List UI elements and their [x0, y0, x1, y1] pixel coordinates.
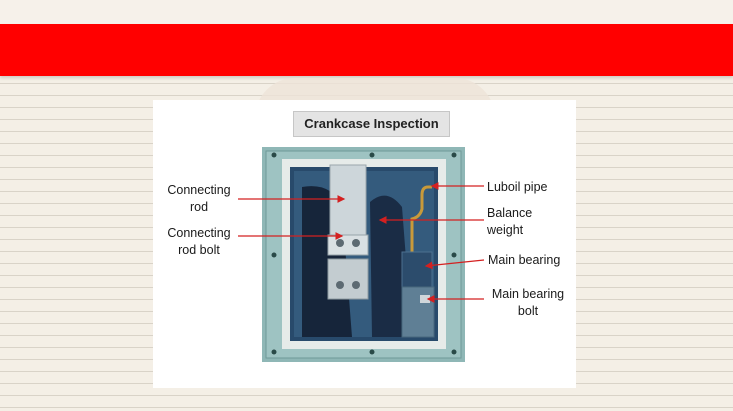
label-line: Connecting: [167, 183, 231, 197]
label-line: Main bearing: [491, 287, 565, 301]
label-line: rod: [189, 200, 209, 214]
main-bearing-housing: [401, 286, 435, 338]
label-main-bearing: Main bearing: [488, 252, 560, 269]
rod-bolt-4: [352, 281, 360, 289]
rod-cap-lower: [327, 258, 369, 300]
frame-bolt: [271, 252, 277, 258]
label-main-bearing-bolt: Main bearing bolt: [486, 286, 570, 320]
label-line: Luboil pipe: [487, 180, 548, 194]
label-line: bolt: [517, 304, 539, 318]
frame-bolt: [451, 252, 457, 258]
rod-cap-upper: [327, 234, 369, 256]
red-banner: [0, 24, 733, 76]
frame-bolt: [271, 152, 277, 158]
connecting-rod-shape: [329, 164, 367, 241]
rod-bolt-2: [352, 239, 360, 247]
label-balance-weight: Balance weight: [487, 205, 532, 239]
label-connecting-rod-bolt: Connecting rod bolt: [160, 225, 238, 259]
frame-bolt: [369, 349, 375, 355]
label-connecting-rod: Connecting rod: [160, 182, 238, 216]
label-luboil-pipe: Luboil pipe: [487, 179, 547, 196]
label-line: rod bolt: [178, 243, 220, 257]
rod-bolt-3: [336, 281, 344, 289]
frame-bolt: [271, 349, 277, 355]
rod-bolt-1: [336, 239, 344, 247]
label-line: weight: [487, 223, 524, 237]
label-line: Balance: [487, 206, 533, 220]
main-bearing-bolt-shape: [420, 295, 430, 303]
label-line: Main bearing: [488, 253, 561, 267]
diagram-title: Crankcase Inspection: [293, 111, 450, 137]
frame-bolt: [451, 152, 457, 158]
label-line: Connecting: [167, 226, 231, 240]
frame-bolt: [369, 152, 375, 158]
top-strip: [0, 0, 733, 24]
frame-bolt: [451, 349, 457, 355]
luboil-pipe-shape: [410, 185, 432, 269]
main-bearing-shape: [401, 251, 433, 288]
crankcase-illustration: [262, 147, 465, 362]
